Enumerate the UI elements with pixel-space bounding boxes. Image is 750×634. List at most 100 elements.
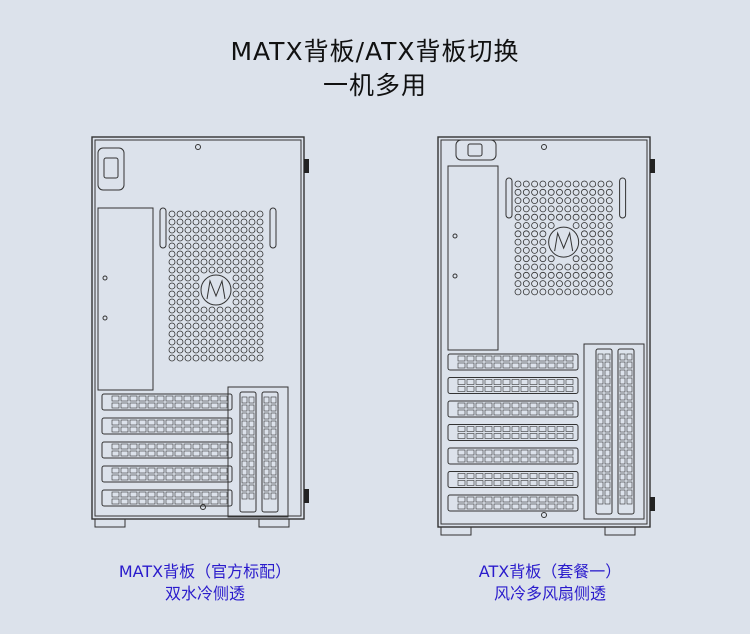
vent-hole xyxy=(200,218,208,226)
vent-square xyxy=(263,444,270,452)
foot xyxy=(258,518,290,528)
vent-square xyxy=(511,496,520,503)
vent-square xyxy=(493,449,502,456)
vent-square xyxy=(156,491,165,498)
vent-hole xyxy=(216,250,224,258)
vent-square xyxy=(484,386,493,392)
vent-hole xyxy=(232,354,240,362)
vent-hole xyxy=(240,218,248,226)
vent-square xyxy=(565,355,574,362)
vent-hole xyxy=(192,354,200,362)
vent-square xyxy=(129,450,138,457)
vent-hole xyxy=(232,274,240,282)
vent-hole xyxy=(232,210,240,218)
expansion-slot-cover xyxy=(101,441,233,459)
vent-hole xyxy=(208,250,216,258)
vent-hole xyxy=(200,210,208,218)
vent-hole xyxy=(514,247,522,254)
vent-hole xyxy=(605,288,613,296)
vent-square xyxy=(502,473,511,479)
vent-hole xyxy=(597,188,605,196)
vent-hole xyxy=(232,338,240,346)
vent-square xyxy=(263,452,270,460)
vent-hole xyxy=(192,218,200,226)
vent-hole xyxy=(192,242,200,250)
vent-square xyxy=(597,449,604,457)
vent-hole xyxy=(605,222,613,229)
vent-hole xyxy=(184,274,192,282)
vent-square xyxy=(547,402,556,409)
vent-hole xyxy=(547,205,555,213)
screw xyxy=(541,512,547,518)
vent-hole xyxy=(208,306,216,314)
vent-square xyxy=(484,379,493,385)
vent-square xyxy=(597,369,604,377)
vertical-slot-cover xyxy=(617,348,635,515)
vent-square xyxy=(183,426,192,433)
vent-square xyxy=(241,404,248,412)
vent-square xyxy=(241,420,248,428)
vent-square xyxy=(248,420,255,428)
vent-hole xyxy=(168,250,176,258)
vent-hole xyxy=(232,250,240,258)
vent-square xyxy=(493,409,502,416)
expansion-slot-cover xyxy=(101,465,233,483)
vent-square xyxy=(138,419,147,426)
vent-hole xyxy=(168,354,176,362)
vent-square xyxy=(156,402,165,409)
vent-square xyxy=(248,404,255,412)
vent-square xyxy=(165,443,174,450)
vent-square xyxy=(502,496,511,503)
vent-hole xyxy=(216,226,224,234)
vent-square xyxy=(597,497,604,505)
vent-hole xyxy=(572,271,580,279)
vent-hole xyxy=(605,247,613,254)
vent-square xyxy=(457,379,466,385)
vent-square xyxy=(556,355,565,362)
vent-square xyxy=(604,393,611,401)
vent-square xyxy=(511,456,520,463)
vent-square xyxy=(565,449,574,456)
vent-square xyxy=(493,362,502,369)
vent-square xyxy=(111,419,120,426)
vent-hole xyxy=(256,354,264,362)
vent-hole xyxy=(514,280,522,288)
vent-square xyxy=(210,491,219,498)
vent-hole xyxy=(208,226,216,234)
vent-square xyxy=(210,443,219,450)
vent-square xyxy=(183,402,192,409)
vent-square xyxy=(183,498,192,505)
vent-square xyxy=(192,467,201,474)
vent-hole xyxy=(597,255,605,263)
vent-square xyxy=(520,386,529,392)
vent-square xyxy=(538,379,547,385)
vent-square xyxy=(484,473,493,479)
atx-case-drawing xyxy=(437,136,655,536)
vent-square xyxy=(511,503,520,510)
vent-square xyxy=(529,426,538,432)
vent-hole xyxy=(168,226,176,234)
vent-square xyxy=(529,473,538,479)
vent-hole xyxy=(605,188,613,196)
vent-hole xyxy=(531,288,538,296)
vent-square xyxy=(626,465,633,473)
vent-hole xyxy=(589,205,597,213)
vent-hole xyxy=(176,258,184,266)
vent-square xyxy=(129,419,138,426)
vent-hole xyxy=(514,188,522,196)
vent-hole xyxy=(192,298,200,306)
vent-square xyxy=(147,450,156,457)
vent-hole xyxy=(539,288,547,296)
vent-square xyxy=(538,456,547,463)
vent-square xyxy=(538,426,547,432)
vent-hole xyxy=(200,354,208,362)
logo-m-icon xyxy=(206,279,226,300)
vent-square xyxy=(475,409,484,416)
vent-square xyxy=(556,496,565,503)
vent-hole xyxy=(184,258,192,266)
vent-square xyxy=(111,491,120,498)
vent-square xyxy=(538,449,547,456)
vent-square xyxy=(556,426,565,432)
vent-hole xyxy=(192,226,200,234)
vent-hole xyxy=(184,346,192,354)
